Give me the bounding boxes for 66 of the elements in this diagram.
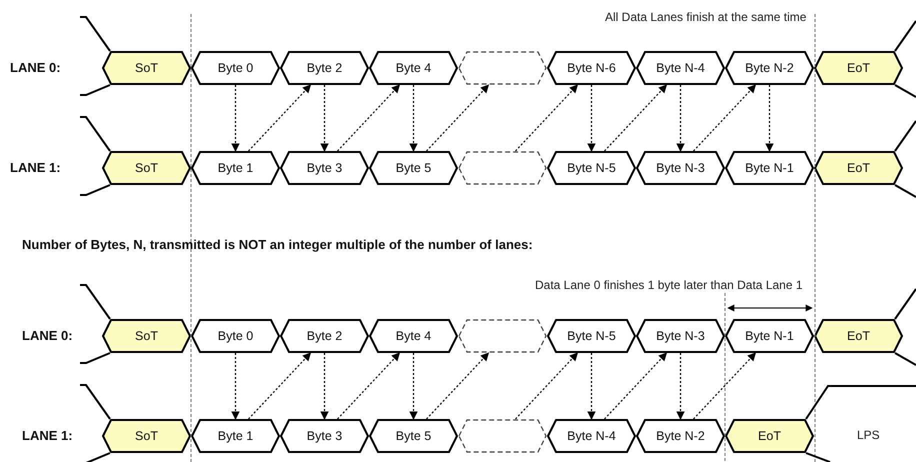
- byte-segment: Byte N-1: [725, 319, 814, 353]
- byte-segment: Byte 3: [280, 419, 369, 453]
- state-label: LPS: [857, 428, 880, 442]
- byte-segment: Byte 4: [369, 319, 458, 353]
- state-segment: SoT: [102, 419, 191, 453]
- arrow: [426, 84, 490, 152]
- byte-segment: Byte 1: [191, 419, 280, 453]
- arrow: [587, 353, 596, 420]
- placeholder-segment: [458, 151, 547, 185]
- state-segment: SoT: [102, 151, 191, 185]
- byte-segment: Byte 5: [369, 419, 458, 453]
- arrow: [693, 352, 756, 420]
- byte-segment: Byte N-3: [636, 151, 725, 185]
- arrow: [765, 85, 774, 152]
- state-segment: EoT: [814, 151, 903, 185]
- byte-segment: Byte 2: [280, 51, 369, 85]
- arrow: [320, 353, 329, 420]
- arrow: [426, 352, 490, 420]
- byte-segment: Byte 0: [191, 319, 280, 353]
- byte-segment: Byte 5: [369, 151, 458, 185]
- arrow: [693, 84, 756, 152]
- note-text: Data Lane 0 finishes 1 byte later than Data Lane 1: [535, 278, 803, 292]
- arrow: [248, 352, 312, 420]
- byte-segment: Byte N-2: [636, 419, 725, 453]
- lane-label: LANE 1:: [10, 160, 61, 175]
- arrow: [409, 353, 418, 420]
- placeholder-segment: [458, 319, 547, 353]
- arrow: [320, 85, 329, 152]
- arrow: [515, 352, 578, 420]
- arrow: [248, 84, 312, 152]
- byte-segment: Byte N-1: [725, 151, 814, 185]
- arrow: [409, 85, 418, 152]
- arrow: [337, 352, 400, 420]
- arrow: [604, 352, 668, 420]
- byte-segment: Byte 3: [280, 151, 369, 185]
- byte-segment: Byte N-5: [547, 151, 636, 185]
- byte-segment: Byte N-6: [547, 51, 636, 85]
- arrow: [337, 84, 400, 152]
- byte-segment: Byte N-3: [636, 319, 725, 353]
- state-segment: SoT: [102, 319, 191, 353]
- state-segment: EoT: [814, 51, 903, 85]
- byte-segment: Byte N-4: [547, 419, 636, 453]
- lane-label: LANE 0:: [10, 60, 61, 75]
- lane-label: LANE 0:: [22, 328, 73, 343]
- byte-segment: Byte N-5: [547, 319, 636, 353]
- note-text: All Data Lanes finish at the same time: [605, 10, 806, 24]
- byte-segment: Byte 4: [369, 51, 458, 85]
- arrow: [231, 353, 240, 420]
- placeholder-segment: [458, 419, 547, 453]
- placeholder-segment: [458, 51, 547, 85]
- lane-label: LANE 1:: [22, 428, 73, 443]
- arrow: [587, 85, 596, 152]
- byte-segment: Byte 2: [280, 319, 369, 353]
- byte-segment: Byte N-4: [636, 51, 725, 85]
- state-segment: SoT: [102, 51, 191, 85]
- arrow: [515, 84, 578, 152]
- arrow: [676, 85, 685, 152]
- arrow: [231, 85, 240, 152]
- byte-segment: Byte N-2: [725, 51, 814, 85]
- arrow: [604, 84, 668, 152]
- state-segment: EoT: [814, 319, 903, 353]
- section-heading: Number of Bytes, N, transmitted is NOT an integer multiple of the number of lanes:: [22, 237, 533, 252]
- arrow: [676, 353, 685, 420]
- state-segment: EoT: [725, 419, 814, 453]
- byte-segment: Byte 0: [191, 51, 280, 85]
- byte-segment: Byte 1: [191, 151, 280, 185]
